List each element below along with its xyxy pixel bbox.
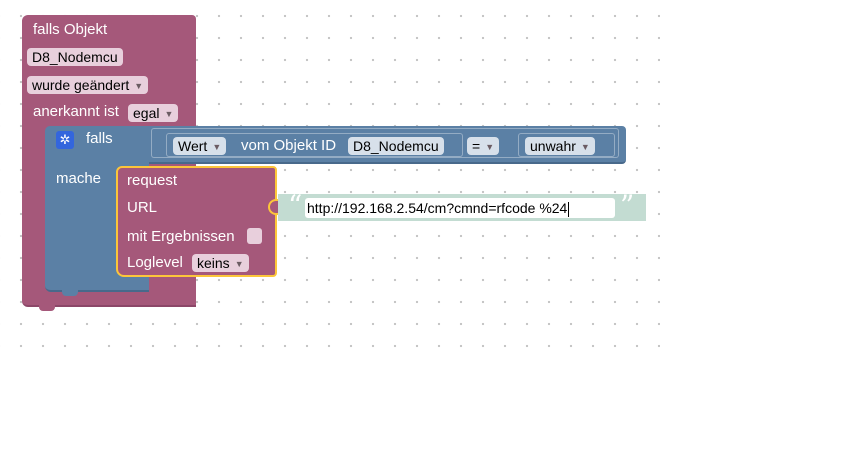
do-label: mache xyxy=(56,170,102,187)
url-text-field[interactable]: http://192.168.2.54/cm?cmnd=rfcode %24 xyxy=(305,198,615,218)
property-value: Wert xyxy=(178,138,208,154)
loglevel-dropdown[interactable]: keins ▼ xyxy=(192,254,249,272)
ack-label: anerkannt ist xyxy=(33,103,119,120)
url-label: URL xyxy=(127,199,158,216)
loglevel-value: keins xyxy=(197,255,230,271)
if-label: falls xyxy=(86,130,113,147)
object-id-field[interactable]: D8_Nodemcu xyxy=(27,48,123,66)
event-dropdown[interactable]: wurde geändert ▼ xyxy=(27,76,149,94)
url-text-value: http://192.168.2.54/cm?cmnd=rfcode %24 xyxy=(307,200,568,216)
chevron-down-icon: ▼ xyxy=(580,142,590,152)
operator-value: = xyxy=(472,138,481,154)
request-output-notch xyxy=(268,199,278,215)
property-dropdown[interactable]: Wert ▼ xyxy=(173,137,227,155)
if-next-notch xyxy=(62,290,78,296)
condition-object-id-value: D8_Nodemcu xyxy=(353,138,439,154)
event-value: wurde geändert xyxy=(32,77,130,93)
open-quote-icon: “ xyxy=(288,189,303,222)
chevron-down-icon: ▼ xyxy=(164,109,174,119)
boolean-value: unwahr xyxy=(530,138,576,154)
loglevel-label: Loglevel xyxy=(127,254,183,271)
ack-dropdown[interactable]: egal ▼ xyxy=(128,104,179,122)
ack-value: egal xyxy=(133,105,160,121)
operator-dropdown[interactable]: =▼ xyxy=(467,137,500,155)
request-title: request xyxy=(127,172,178,189)
gear-icon[interactable]: ✲ xyxy=(56,131,74,149)
object-id-value: D8_Nodemcu xyxy=(32,49,118,65)
chevron-down-icon: ▼ xyxy=(485,142,495,152)
boolean-dropdown[interactable]: unwahr ▼ xyxy=(525,137,595,155)
with-results-checkbox[interactable] xyxy=(247,228,262,244)
chevron-down-icon: ▼ xyxy=(134,81,144,91)
chevron-down-icon: ▼ xyxy=(212,142,222,152)
next-connection-notch xyxy=(39,305,55,311)
with-results-label: mit Ergebnissen xyxy=(127,228,235,245)
close-quote-icon: ” xyxy=(620,189,635,222)
trigger-title: falls Objekt xyxy=(33,21,108,38)
condition-object-id-field[interactable]: D8_Nodemcu xyxy=(348,137,444,155)
chevron-down-icon: ▼ xyxy=(234,259,244,269)
text-cursor xyxy=(568,201,570,217)
of-object-label: vom Objekt ID xyxy=(241,137,337,154)
